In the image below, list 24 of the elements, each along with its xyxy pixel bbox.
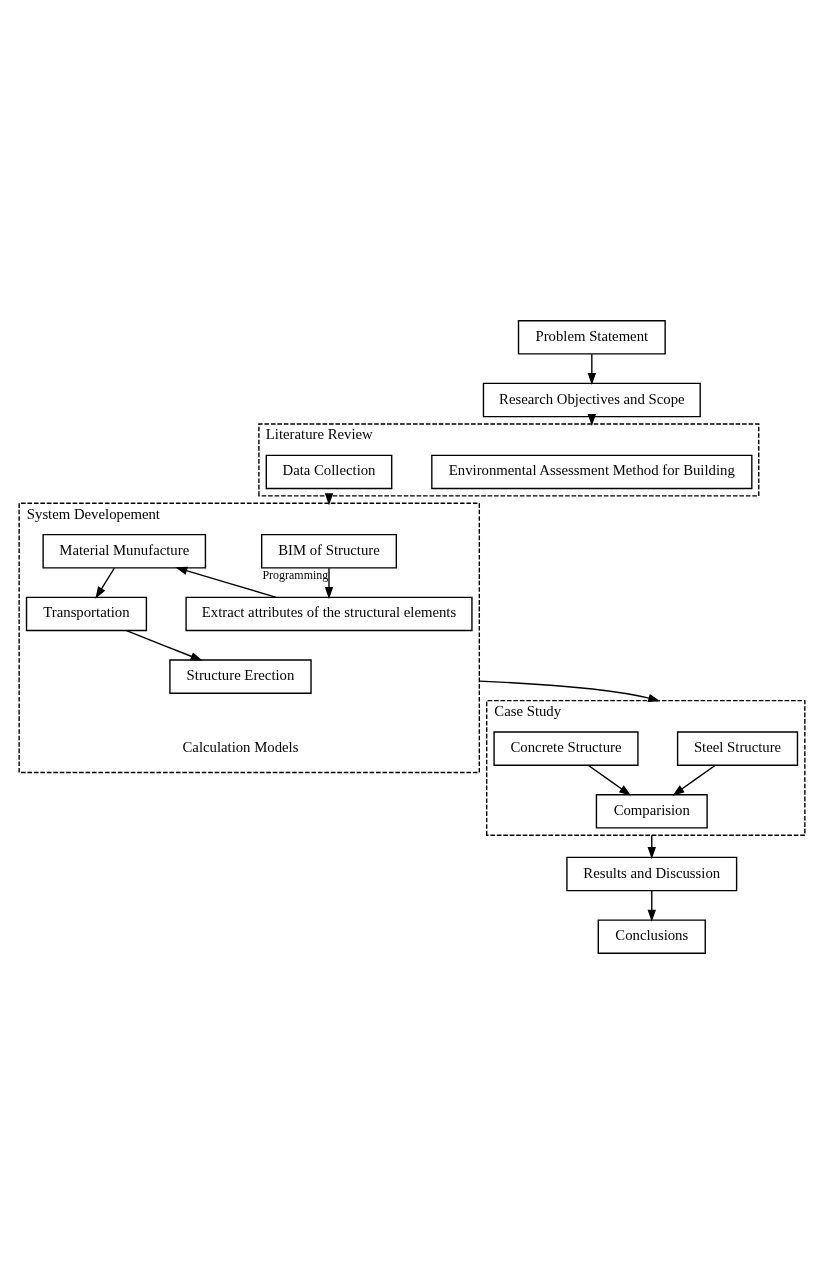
label: Calculation Models: [182, 739, 299, 756]
arrow: [175, 566, 277, 599]
arrow: [95, 567, 116, 599]
node-box: BIM of Structure: [261, 533, 397, 569]
arrow: [587, 353, 597, 386]
arrow: [587, 764, 632, 796]
arrow: [478, 680, 661, 703]
node-box: Conclusions: [597, 919, 706, 954]
arrow: [672, 764, 716, 796]
node-box: Transportation: [25, 596, 148, 632]
node-box: Steel Structure: [676, 731, 799, 766]
arrow: [324, 567, 334, 599]
node-box: Problem Statement: [517, 320, 666, 355]
node-box: Results and Discussion: [566, 856, 738, 892]
arrow: [125, 630, 203, 661]
node-box: Comparision: [595, 794, 708, 829]
node-box: Data Collection: [265, 454, 393, 490]
node-box: Environmental Assessment Method for Building: [431, 454, 753, 490]
node-box: Extract attributes of the structural elements: [185, 596, 473, 632]
node-box: Structure Erection: [169, 659, 312, 694]
edge-label: Programming: [262, 568, 329, 583]
node-box: Concrete Structure: [493, 731, 639, 766]
arrow: [647, 890, 656, 922]
node-box: Material Munufacture: [42, 533, 207, 569]
